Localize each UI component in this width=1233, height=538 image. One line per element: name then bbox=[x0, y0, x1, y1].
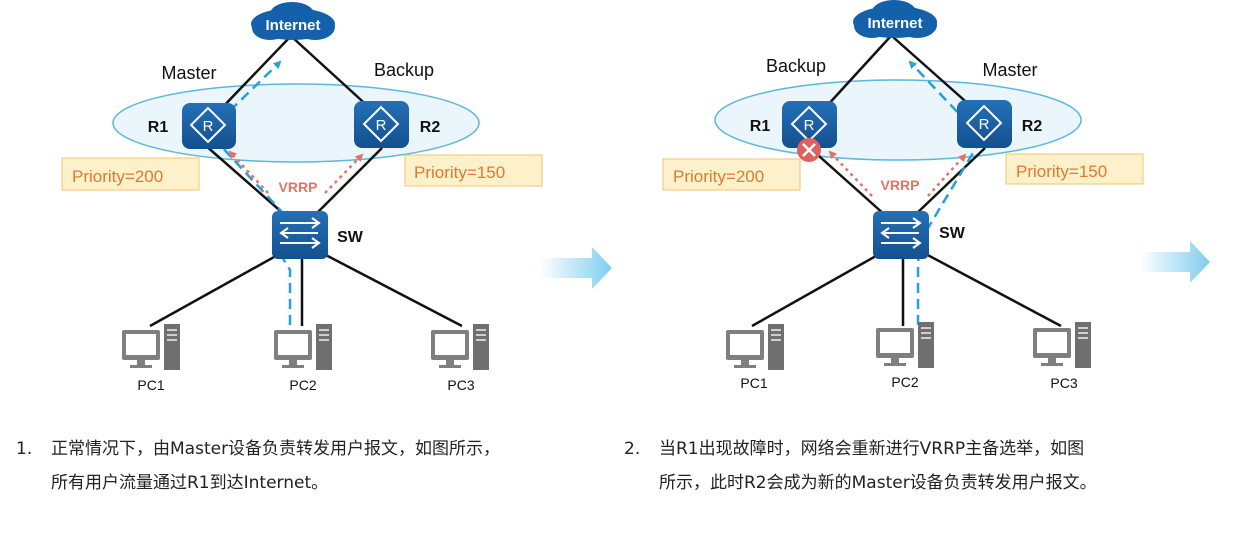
caption-line: 当R1出现故障时，网络会重新进行VRRP主备选举，如图 bbox=[659, 439, 1085, 459]
network-links bbox=[751, 36, 1062, 328]
pc-3 bbox=[431, 324, 489, 370]
pc-1 bbox=[726, 324, 784, 370]
internet-label: Internet bbox=[265, 17, 320, 34]
pc-icon bbox=[876, 322, 934, 368]
svg-text:R: R bbox=[804, 117, 815, 134]
r2-role: Master bbox=[982, 60, 1037, 80]
r1-role: Master bbox=[161, 63, 216, 83]
r2-name: R2 bbox=[1022, 118, 1043, 135]
switch-name: SW bbox=[337, 229, 364, 246]
pc-icon bbox=[274, 324, 332, 370]
pc1-label: PC1 bbox=[740, 375, 767, 391]
vrrp-arrow-to-r1 bbox=[228, 150, 269, 194]
r1-priority-box: Priority=200 bbox=[61, 157, 200, 191]
r1-priority: Priority=200 bbox=[72, 167, 163, 186]
pc-2 bbox=[876, 322, 934, 368]
panel-1: Internet VRRP R R1 Master R R2 Backup bbox=[61, 2, 612, 393]
r1-name: R1 bbox=[148, 119, 169, 136]
panel-2: Internet VRRP R R1 Backup R R2 Maste bbox=[662, 0, 1210, 391]
router-r2: R bbox=[354, 101, 409, 148]
router-icon: R bbox=[189, 106, 227, 144]
pc3-label: PC3 bbox=[447, 377, 474, 393]
svg-text:R: R bbox=[979, 116, 990, 133]
r1-priority-box: Priority=200 bbox=[662, 158, 801, 191]
pc3-label: PC3 bbox=[1050, 375, 1077, 391]
r1-role: Backup bbox=[766, 56, 826, 76]
next-step-arrow-icon bbox=[540, 247, 612, 289]
pc-icon bbox=[726, 324, 784, 370]
router-r1: R bbox=[782, 101, 837, 148]
switch-name: SW bbox=[939, 225, 966, 242]
switch-sw bbox=[272, 211, 328, 259]
vrrp-arrow-to-r2 bbox=[927, 153, 967, 197]
vrrp-diagram: Internet VRRP R R1 Master R R2 Backup bbox=[61, 0, 1210, 393]
router-icon: R bbox=[362, 105, 400, 143]
internet-label: Internet bbox=[867, 15, 922, 32]
r2-priority-box: Priority=150 bbox=[1005, 153, 1144, 185]
pc2-label: PC2 bbox=[891, 374, 918, 390]
switch-sw bbox=[873, 211, 929, 259]
pc-2 bbox=[274, 324, 332, 370]
internet-cloud: Internet bbox=[251, 2, 335, 40]
r2-name: R2 bbox=[420, 119, 441, 136]
pc1-label: PC1 bbox=[137, 377, 164, 393]
pc-1 bbox=[122, 324, 180, 370]
failure-x-icon bbox=[797, 138, 821, 162]
pc-icon bbox=[122, 324, 180, 370]
svg-text:R: R bbox=[376, 117, 387, 134]
caption-number: 1. bbox=[16, 439, 33, 459]
pc-icon bbox=[1033, 322, 1091, 368]
internet-cloud: Internet bbox=[853, 0, 937, 38]
caption-line: 正常情况下，由Master设备负责转发用户报文，如图所示， bbox=[51, 439, 501, 459]
network-links bbox=[149, 36, 463, 328]
r2-priority: Priority=150 bbox=[1016, 162, 1107, 181]
switch-arrows-icon bbox=[880, 217, 922, 249]
vrrp-label: VRRP bbox=[279, 179, 318, 195]
caption-line: 所示，此时R2会成为新的Master设备负责转发用户报文。 bbox=[659, 473, 1097, 493]
pc-3 bbox=[1033, 322, 1091, 368]
caption-number: 2. bbox=[624, 439, 641, 459]
r2-priority: Priority=150 bbox=[414, 163, 505, 182]
router-r2: R bbox=[957, 100, 1012, 148]
svg-text:R: R bbox=[203, 118, 214, 135]
pc-icon bbox=[431, 324, 489, 370]
vrrp-arrow-to-r2 bbox=[324, 153, 364, 194]
r1-name: R1 bbox=[750, 118, 771, 135]
vrrp-arrow-to-r1 bbox=[828, 150, 873, 197]
vrrp-label: VRRP bbox=[881, 177, 920, 193]
r2-priority-box: Priority=150 bbox=[404, 154, 543, 187]
r1-priority: Priority=200 bbox=[673, 167, 764, 186]
router-icon: R bbox=[790, 105, 828, 143]
caption-line: 所有用户流量通过R1到达Internet。 bbox=[51, 473, 329, 493]
router-r1: R bbox=[182, 103, 236, 149]
switch-arrows-icon bbox=[279, 217, 321, 249]
r2-role: Backup bbox=[374, 60, 434, 80]
next-step-arrow-icon bbox=[1140, 241, 1210, 283]
pc2-label: PC2 bbox=[289, 377, 316, 393]
router-icon: R bbox=[965, 104, 1003, 142]
